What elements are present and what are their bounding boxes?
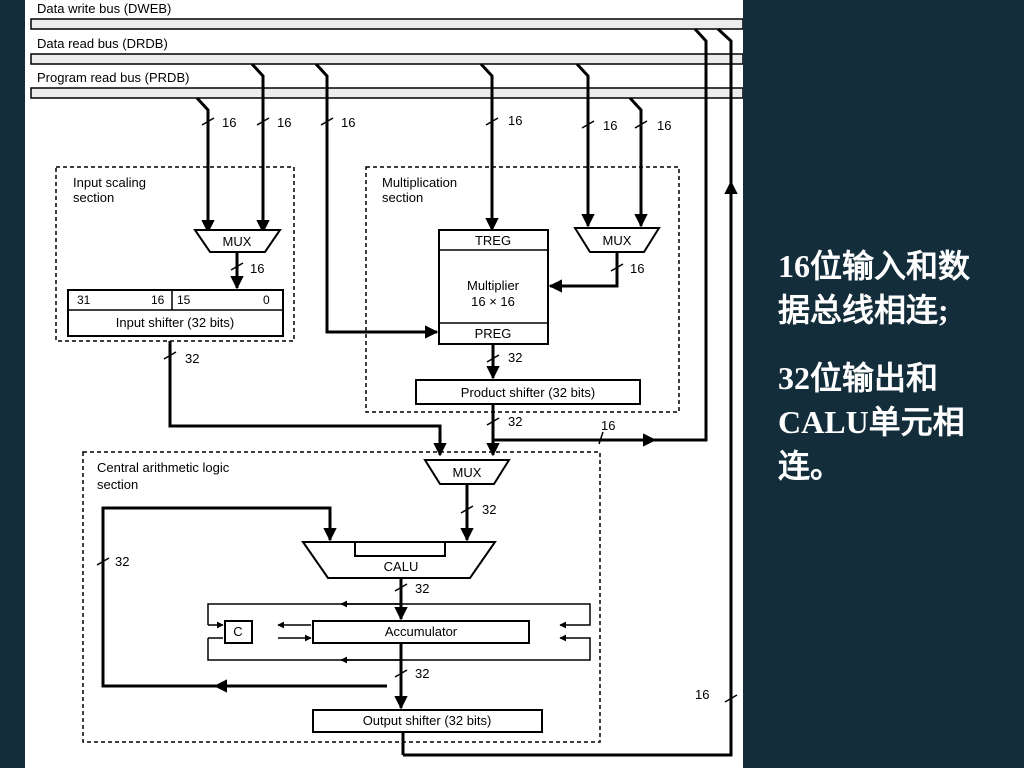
width-labels: 16 16 16 16 16 16 16 16 32 32 32 16 32 3…: [96, 113, 738, 703]
width-32: 32: [115, 554, 129, 569]
width-16: 16: [601, 418, 615, 433]
input-mux-label: MUX: [223, 234, 252, 249]
input-scaling-title-2: section: [73, 190, 114, 205]
width-16: 16: [341, 115, 355, 130]
calu-title-1: Central arithmetic logic: [97, 460, 230, 475]
calu-mux-label: MUX: [453, 465, 482, 480]
c54x-datapath-diagram: Data write bus (DWEB) Data read bus (DRD…: [30, 1, 743, 757]
calu-mux: [423, 459, 511, 485]
bit-15: 15: [177, 293, 191, 307]
bit-16: 16: [151, 293, 165, 307]
prdb-bus: [30, 87, 743, 99]
width-32: 32: [415, 666, 429, 681]
calu-label: CALU: [384, 559, 419, 574]
multiplication-section: Multiplication section TREG Multiplier 1…: [365, 166, 680, 413]
input-shifter: [67, 289, 284, 337]
input-scaling-title-1: Input scaling: [73, 175, 146, 190]
bit-0: 0: [263, 293, 270, 307]
width-16: 16: [508, 113, 522, 128]
dweb-label: Data write bus (DWEB): [37, 1, 171, 16]
output-shifter: [312, 709, 543, 733]
calu-title-2: section: [97, 477, 138, 492]
buses: Data write bus (DWEB) Data read bus (DRD…: [30, 1, 743, 99]
treg-label: TREG: [475, 233, 511, 248]
note-output-32bit: 32位输出和CALU单元相连。: [778, 360, 965, 484]
note-input-16bit: 16位输入和数据总线相连;: [778, 248, 971, 328]
accumulator: [312, 620, 530, 644]
width-32: 32: [185, 351, 199, 366]
multiplier-block: [438, 229, 549, 345]
preg-label: PREG: [475, 326, 512, 341]
width-32: 32: [508, 414, 522, 429]
width-16: 16: [657, 118, 671, 133]
product-shifter-label: Product shifter (32 bits): [461, 385, 595, 400]
multiplication-title-1: Multiplication: [382, 175, 457, 190]
dweb-bus: [30, 18, 743, 30]
calu-block: [301, 541, 497, 579]
drdb-label: Data read bus (DRDB): [37, 36, 168, 51]
bus-taps: [195, 27, 733, 757]
width-32: 32: [508, 350, 522, 365]
bit-31: 31: [77, 293, 91, 307]
drdb-bus: [30, 53, 743, 65]
width-16: 16: [695, 687, 709, 702]
accumulator-label: Accumulator: [385, 624, 458, 639]
width-16: 16: [603, 118, 617, 133]
product-shifter: [415, 379, 641, 405]
input-shifter-label: Input shifter (32 bits): [116, 315, 235, 330]
side-notes: 16位输入和数据总线相连; 32位输出和CALU单元相连。: [778, 244, 993, 512]
width-16: 16: [630, 261, 644, 276]
input-mux: [193, 229, 282, 253]
carry-label: C: [233, 624, 242, 639]
output-shifter-label: Output shifter (32 bits): [363, 713, 492, 728]
multiplication-title-2: section: [382, 190, 423, 205]
multiplier-mux-label: MUX: [603, 233, 632, 248]
width-32: 32: [415, 581, 429, 596]
width-32: 32: [482, 502, 496, 517]
diagram-panel: Data write bus (DWEB) Data read bus (DRD…: [25, 0, 743, 768]
width-16: 16: [250, 261, 264, 276]
width-16: 16: [222, 115, 236, 130]
prdb-label: Program read bus (PRDB): [37, 70, 189, 85]
width-16: 16: [277, 115, 291, 130]
multiplier-label: Multiplier: [467, 278, 520, 293]
multiplier-size: 16 × 16: [471, 294, 515, 309]
multiplier-mux: [573, 227, 661, 253]
input-scaling-section: Input scaling section MUX 31 16 15 0 Inp…: [55, 166, 295, 342]
calu-section: Central arithmetic logic section MUX CAL…: [82, 451, 601, 755]
carry-bit: [224, 620, 253, 644]
